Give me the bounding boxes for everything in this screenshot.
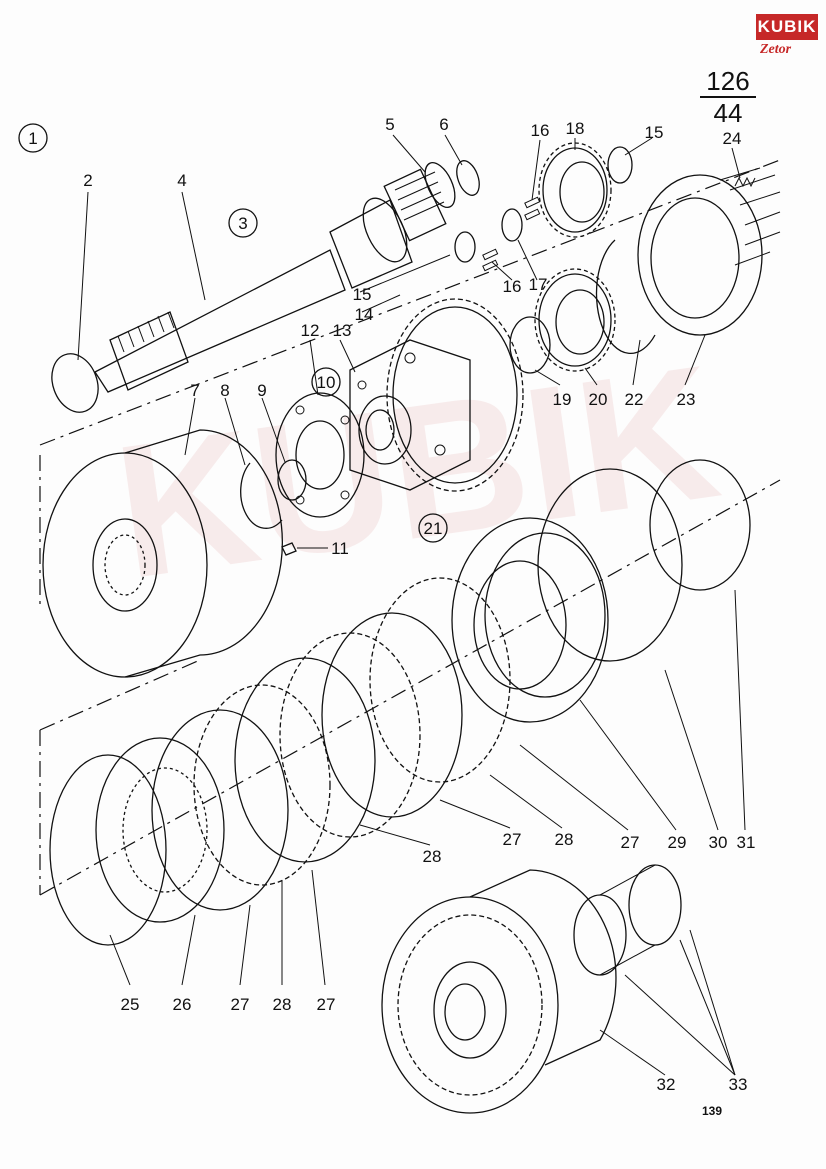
callout-16-upper: 16 xyxy=(531,121,550,140)
assembly-3-number: 3 xyxy=(238,214,247,233)
callout-31: 31 xyxy=(737,833,756,852)
plate-12 xyxy=(275,392,365,518)
callout-29: 29 xyxy=(668,833,687,852)
assembly-1: 1 xyxy=(18,123,48,153)
callout-2: 2 xyxy=(83,171,92,190)
upper-axis-line xyxy=(39,159,781,446)
callout-13: 13 xyxy=(333,321,352,340)
callout-15-upper: 15 xyxy=(645,123,664,142)
callout-30: 30 xyxy=(709,833,728,852)
callout-11: 11 xyxy=(331,539,349,558)
ring-6 xyxy=(456,160,480,196)
circlip-8 xyxy=(240,462,283,529)
needle-bearings-33 xyxy=(573,864,682,976)
assembly-1-number: 1 xyxy=(28,129,37,148)
needle-rollers-16 xyxy=(482,196,541,272)
logo-brand-text: KUBIK xyxy=(756,14,818,40)
seal-ring-30 xyxy=(537,468,683,662)
carrier-10 xyxy=(349,298,524,492)
callout-19: 19 xyxy=(553,390,572,409)
leader-lines xyxy=(77,134,746,1076)
callout-27-b: 27 xyxy=(621,833,640,852)
kubik-logo: KUBIK Zetor xyxy=(756,14,818,58)
callout-17: 17 xyxy=(529,275,548,294)
callout-20: 20 xyxy=(589,390,608,409)
flange-23 xyxy=(637,167,781,336)
callout-24: 24 xyxy=(723,129,742,148)
frame-connector xyxy=(39,659,201,731)
callout-27-a: 27 xyxy=(503,830,522,849)
callout-23: 23 xyxy=(677,390,696,409)
piston-29 xyxy=(451,517,609,723)
callout-15-lower: 15 xyxy=(353,285,372,304)
sheet-reference: 126 44 xyxy=(700,66,756,128)
callout-27-d: 27 xyxy=(317,995,336,1014)
callout-25: 25 xyxy=(121,995,140,1014)
seal-ring-31 xyxy=(649,459,751,591)
screw-11 xyxy=(281,542,297,556)
assembly-10-number: 10 xyxy=(317,373,336,392)
snap-ring-2 xyxy=(51,353,99,413)
callout-22: 22 xyxy=(625,390,644,409)
gear-18 xyxy=(538,142,612,238)
assembly-21: 21 xyxy=(418,513,448,543)
callout-18: 18 xyxy=(566,119,585,138)
callout-6: 6 xyxy=(439,115,448,134)
sheet-number-top: 126 xyxy=(700,66,756,98)
main-shaft xyxy=(94,162,456,393)
callout-12: 12 xyxy=(301,321,320,340)
assembly-21-number: 21 xyxy=(424,519,443,538)
callout-4: 4 xyxy=(177,171,186,190)
callout-26: 26 xyxy=(173,995,192,1014)
callout-33: 33 xyxy=(729,1075,748,1094)
callout-7: 7 xyxy=(190,381,199,400)
watermark-text: KUBIK xyxy=(104,326,729,620)
logo-sub-text: Zetor xyxy=(760,42,792,57)
sheet-number-bottom: 44 xyxy=(713,98,743,128)
callout-28-a: 28 xyxy=(555,830,574,849)
callout-8: 8 xyxy=(220,381,229,400)
callout-28-c: 28 xyxy=(273,995,292,1014)
ring-gear-32 xyxy=(381,869,617,1114)
page-number: 139 xyxy=(702,1104,723,1118)
ring-25 xyxy=(49,754,167,946)
assembly-10: 10 xyxy=(311,367,341,397)
ring-17 xyxy=(501,208,523,242)
clutch-discs xyxy=(151,577,511,911)
callout-28-b: 28 xyxy=(423,847,442,866)
washer-15-upper xyxy=(607,146,633,184)
ring-9 xyxy=(277,459,307,501)
drum-7 xyxy=(42,429,284,678)
callout-32: 32 xyxy=(657,1075,676,1094)
callout-numbers: 2 4 5 6 16 18 15 24 15 14 16 17 12 13 7 … xyxy=(83,115,755,1094)
callout-16-lower: 16 xyxy=(503,277,522,296)
bolt-24 xyxy=(734,176,756,188)
callout-27-c: 27 xyxy=(231,995,250,1014)
washer-19 xyxy=(509,316,551,374)
washer-15-lower xyxy=(454,231,476,263)
callout-9: 9 xyxy=(257,381,266,400)
callout-14: 14 xyxy=(355,305,374,324)
callout-5: 5 xyxy=(385,115,394,134)
assembly-3: 3 xyxy=(228,208,258,238)
circlip-22 xyxy=(595,239,656,355)
inner-carrier-26 xyxy=(95,737,225,923)
